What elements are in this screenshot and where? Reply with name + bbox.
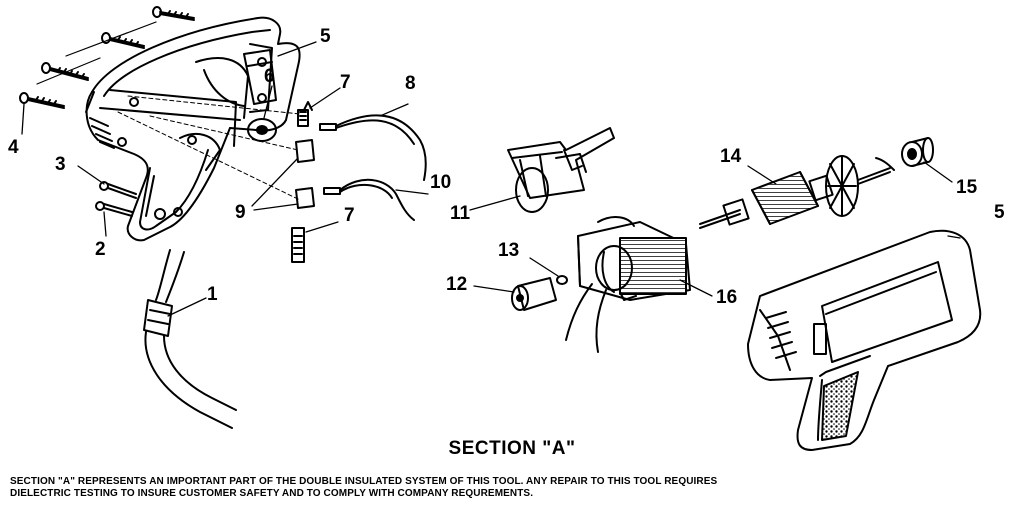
switch-bracket — [243, 49, 277, 105]
callout-5-right: 5 — [994, 202, 1005, 223]
left-housing-half — [85, 16, 301, 242]
small-screws — [95, 181, 137, 217]
callout-5-top: 5 — [320, 26, 331, 47]
callout-leaders — [21, 41, 961, 317]
callout-1: 1 — [207, 284, 218, 305]
callout-6: 6 — [264, 66, 275, 87]
callout-4: 4 — [8, 137, 19, 158]
callout-12: 12 — [446, 274, 467, 295]
callout-7-bottom: 7 — [344, 205, 355, 226]
armature — [699, 155, 895, 229]
field-assembly — [565, 216, 691, 353]
power-cord — [143, 249, 237, 429]
bearing — [901, 137, 934, 167]
trigger-switch — [507, 127, 615, 213]
callout-13: 13 — [498, 240, 519, 261]
double-insulation-note: SECTION "A" REPRESENTS AN IMPORTANT PART… — [10, 476, 1020, 500]
bearing-parts — [511, 275, 568, 311]
note-line-2: DIELECTRIC TESTING TO INSURE CUSTOMER SA… — [10, 488, 534, 499]
callout-15: 15 — [956, 177, 978, 198]
section-title: SECTION "A" — [448, 438, 576, 459]
note-line-1: SECTION "A" REPRESENTS AN IMPORTANT PART… — [10, 476, 718, 487]
callout-10: 10 — [430, 172, 451, 193]
callout-2: 2 — [95, 239, 106, 260]
brush-assemblies — [117, 95, 315, 263]
callout-11: 11 — [450, 203, 471, 224]
callout-16: 16 — [716, 287, 737, 308]
wire-leads — [319, 114, 427, 221]
callout-8: 8 — [405, 73, 416, 94]
housing-screws — [19, 6, 195, 109]
washer-part — [247, 118, 277, 142]
callout-14: 14 — [720, 146, 742, 167]
callout-labels: 1 2 3 4 5 5 6 7 7 8 9 10 11 12 13 14 15 … — [8, 26, 1005, 308]
callout-7-top: 7 — [340, 72, 351, 93]
callout-9: 9 — [235, 202, 246, 223]
callout-3: 3 — [55, 154, 66, 175]
right-housing-half — [747, 229, 982, 451]
